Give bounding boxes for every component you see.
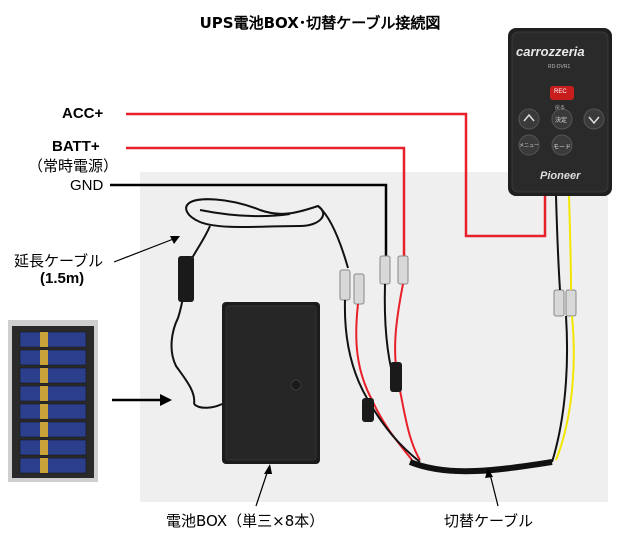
batt-label: BATT+	[52, 138, 100, 155]
switch-black-up	[551, 315, 569, 463]
switch-cable-label: 切替ケーブル	[444, 512, 534, 530]
photo-background	[140, 172, 608, 502]
remote-back-label: 戻る	[555, 105, 566, 111]
insert-arrow-head	[160, 394, 172, 406]
acc-wire	[126, 112, 547, 238]
battery-box-pointer	[255, 469, 269, 507]
switch-yellow-up	[555, 315, 575, 461]
switch-cable-bundle	[408, 459, 553, 475]
extension-connector	[178, 256, 194, 302]
diagram-title: UPS電池BOX･切替ケーブル接続図	[199, 14, 441, 32]
extension-cable	[170, 198, 349, 409]
gnd-wire	[110, 183, 388, 256]
remote-yellow-wire	[568, 195, 572, 291]
inline-fuse-2	[362, 398, 374, 422]
remote-model: RD-DVR1	[548, 64, 571, 70]
extension-cable-label: 延長ケーブル	[14, 252, 104, 270]
batt-wire	[126, 146, 406, 256]
remote-control	[508, 28, 612, 196]
remote-black-wire	[555, 195, 561, 291]
gnd-label: GND	[70, 177, 104, 194]
remote-brand: carrozzeria	[516, 44, 585, 59]
aa-batteries-photo	[8, 320, 98, 482]
battery-box	[222, 302, 320, 464]
extension-cable-length: (1.5m)	[40, 270, 85, 287]
batt-note-label: （常時電源）	[28, 157, 119, 175]
switch-cable-pointer	[489, 473, 499, 507]
remote-maker-logo: Pioneer	[540, 170, 581, 182]
extension-pointer	[113, 237, 177, 263]
remote-rec-button-label: REC	[554, 89, 567, 95]
inline-fuse	[390, 362, 402, 392]
crimp-connectors	[339, 255, 577, 317]
battery-box-label: 電池BOX（単三×8本）	[166, 512, 325, 530]
remote-menu-button-label: メニュー	[519, 143, 540, 149]
acc-label: ACC+	[62, 105, 104, 122]
remote-mode-button-label: モード	[553, 144, 572, 151]
remote-ok-button-label: 決定	[555, 117, 568, 124]
